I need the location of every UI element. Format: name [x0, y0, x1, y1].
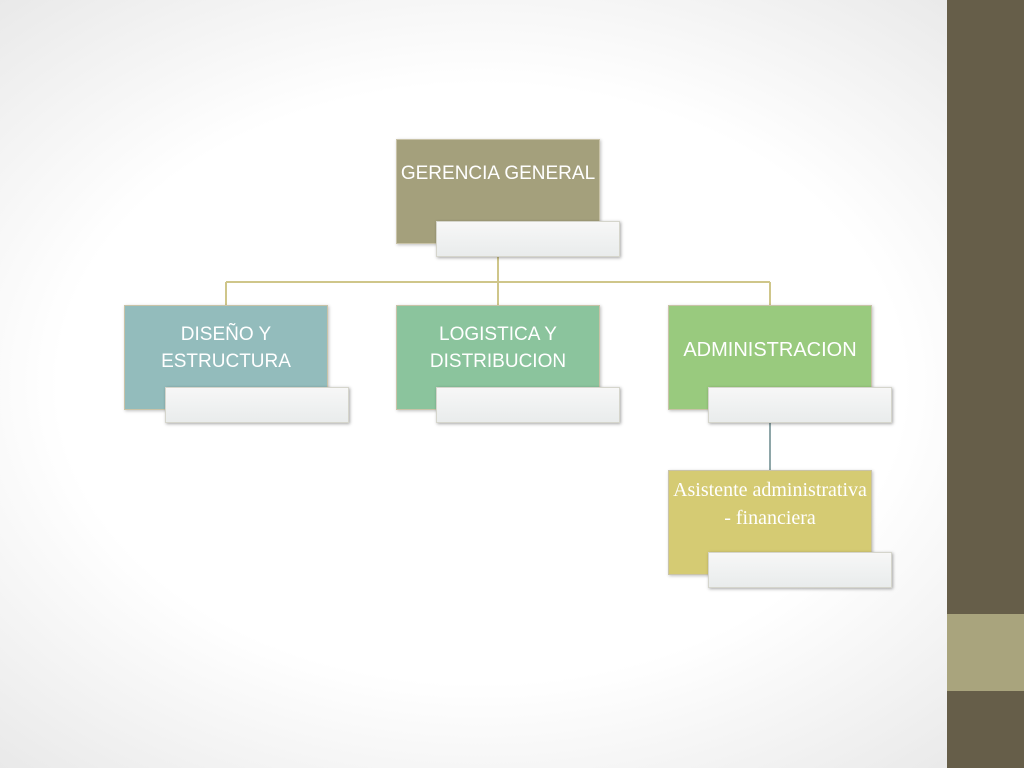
node-administracion-sublabel-box: [708, 387, 892, 423]
node-logistica-label: LOGISTICA Y DISTRIBUCION: [429, 324, 567, 372]
node-logistica-sublabel-box: [436, 387, 620, 423]
node-gerencia-sublabel-box: [436, 221, 620, 257]
node-gerencia-label: GERENCIA GENERAL: [400, 163, 596, 184]
node-asistente-label: Asistente administrativa - financiera: [673, 479, 867, 529]
node-diseno-sublabel-box: [165, 387, 349, 423]
node-administracion-label: ADMINISTRACION: [683, 339, 857, 361]
top-branch-connector: [225, 256, 771, 306]
node-diseno-label: DISEÑO Y ESTRUCTURA: [161, 324, 291, 372]
sidebar-accent: [947, 614, 1024, 691]
node-asistente-sublabel-box: [708, 552, 892, 588]
